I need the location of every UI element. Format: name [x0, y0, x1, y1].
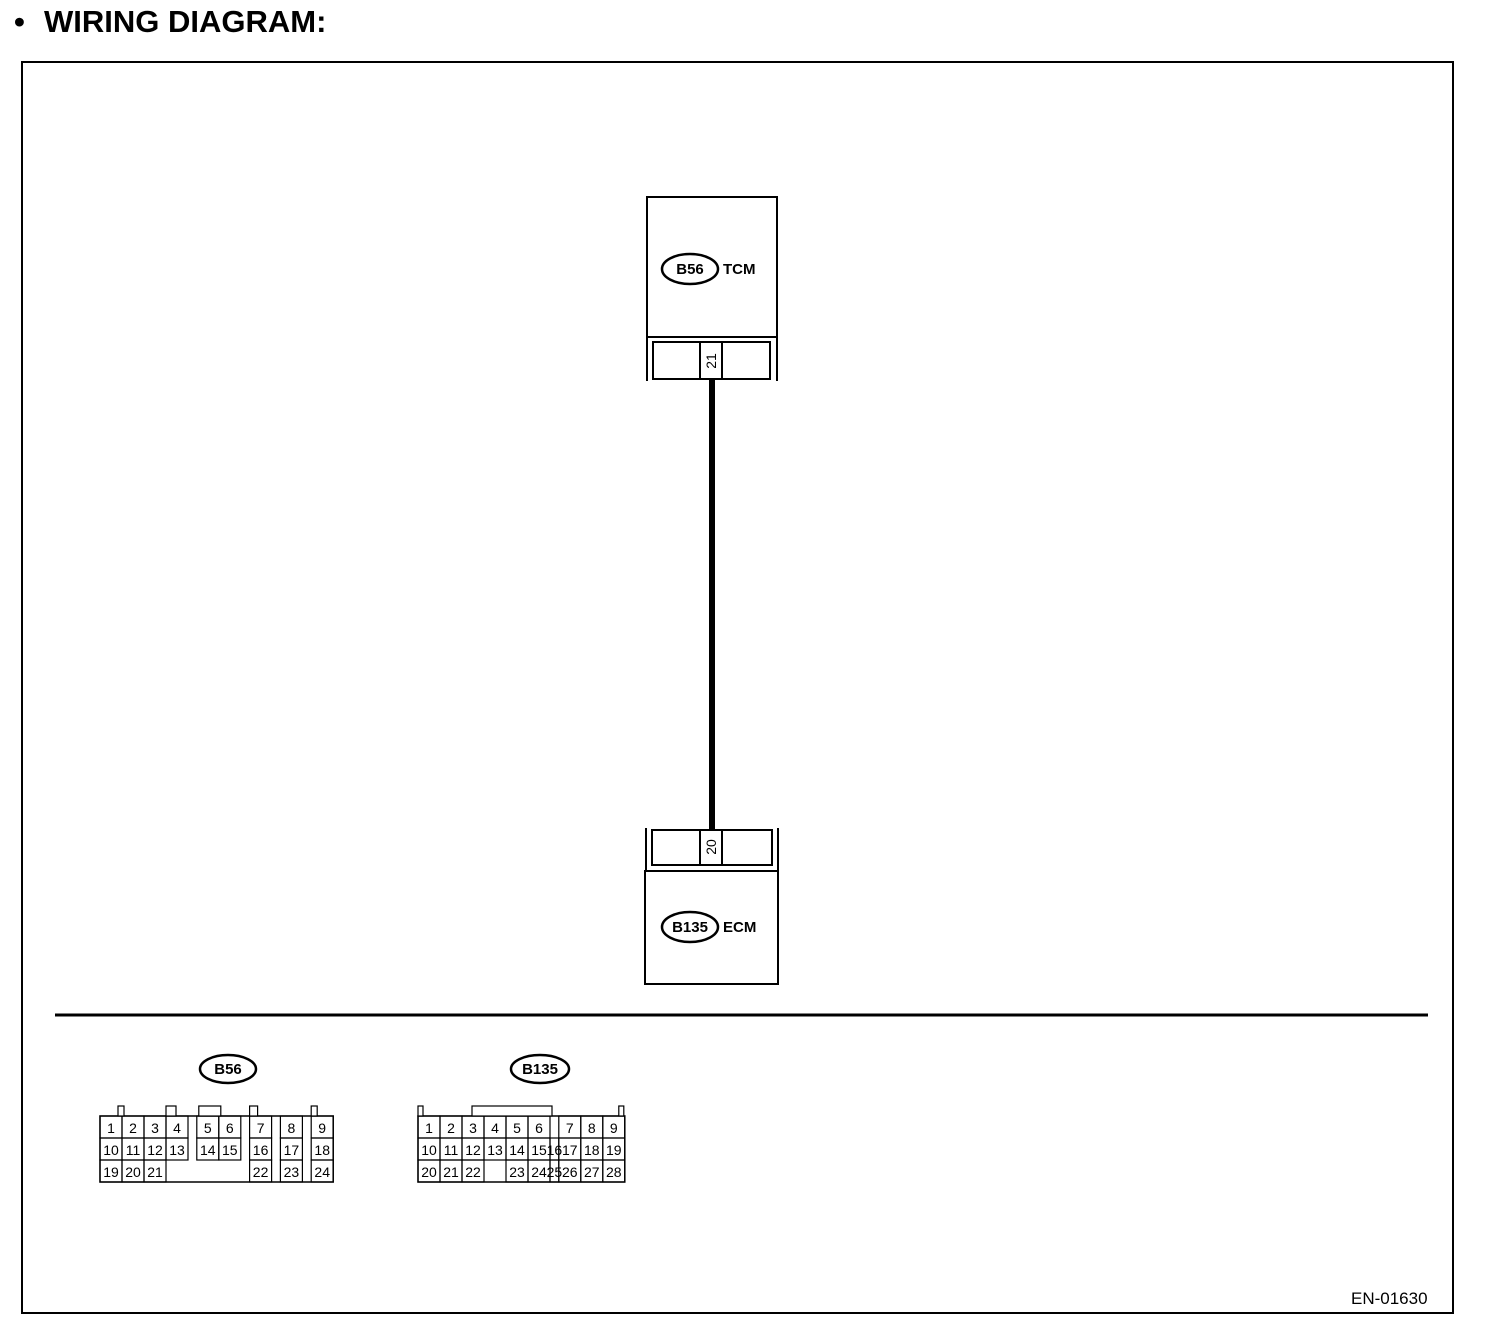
ecm-name: ECM — [723, 919, 756, 936]
tcm-connector-label: B56 — [676, 261, 704, 278]
pin-number: 4 — [491, 1120, 499, 1136]
ecm-connector-oval — [660, 910, 720, 944]
pin-number: 22 — [465, 1164, 481, 1180]
b56-view-label: B56 — [214, 1061, 242, 1078]
b135-view-label: B135 — [522, 1061, 558, 1078]
pin-number: 14 — [200, 1142, 216, 1158]
pin-number: 24 — [531, 1164, 547, 1180]
connector-key — [198, 1105, 222, 1117]
connector-key — [310, 1105, 318, 1117]
pin-number: 21 — [443, 1164, 459, 1180]
pin-number: 13 — [487, 1142, 503, 1158]
ecm-body — [644, 870, 779, 985]
b135-view-oval — [509, 1053, 571, 1085]
pin-number: 11 — [126, 1142, 141, 1158]
ecm-connector-label: B135 — [672, 919, 708, 936]
pin-number: 7 — [257, 1120, 265, 1136]
ecm-connector-housing — [645, 828, 779, 871]
diagram-frame — [21, 61, 1454, 1314]
pin-number: 2 — [447, 1120, 455, 1136]
pin-number: 12 — [465, 1142, 481, 1158]
pin-number: 1 — [107, 1120, 115, 1136]
pin-number: 3 — [469, 1120, 477, 1136]
pin-number: 16 — [547, 1142, 563, 1158]
connector-key — [417, 1105, 424, 1117]
pin-number: 1 — [425, 1120, 433, 1136]
pin-number: 12 — [147, 1142, 163, 1158]
pin-cell — [143, 1159, 167, 1183]
pin-cell — [165, 1137, 189, 1161]
ecm-pin-number: 20 — [703, 839, 719, 855]
pin-number: 14 — [509, 1142, 525, 1158]
tcm-connector-oval — [660, 252, 720, 286]
pin-number: 20 — [125, 1164, 141, 1180]
page-heading: • WIRING DIAGRAM: — [14, 4, 326, 40]
pin-number: 11 — [444, 1142, 459, 1158]
pin-number: 3 — [151, 1120, 159, 1136]
pin-number: 19 — [606, 1142, 622, 1158]
connector-key — [249, 1105, 259, 1117]
pin-number: 23 — [284, 1164, 300, 1180]
heading-text: WIRING DIAGRAM: — [44, 4, 327, 39]
pin-number: 2 — [129, 1120, 137, 1136]
pin-number: 15 — [531, 1142, 547, 1158]
heading-bullet: • — [14, 4, 25, 39]
tcm-pin-number: 21 — [703, 353, 719, 369]
connector_views.0-outline — [99, 1115, 334, 1183]
b56-view-oval — [198, 1053, 258, 1085]
pin-cell — [218, 1137, 242, 1161]
pin-number: 21 — [147, 1164, 163, 1180]
pin-number: 5 — [513, 1120, 521, 1136]
pin-number: 16 — [253, 1142, 269, 1158]
pin-number: 6 — [535, 1120, 543, 1136]
tcm-body — [646, 196, 778, 338]
pin-cell — [461, 1159, 485, 1183]
connector-key — [618, 1105, 625, 1117]
pin-number: 8 — [288, 1120, 296, 1136]
pin-number: 9 — [318, 1120, 326, 1136]
pin-number: 6 — [226, 1120, 234, 1136]
pin-number: 22 — [253, 1164, 269, 1180]
pin-number: 15 — [222, 1142, 238, 1158]
pin-cell — [279, 1159, 303, 1183]
pin-number: 28 — [606, 1164, 622, 1180]
pin-number: 13 — [169, 1142, 185, 1158]
pin-cell — [602, 1159, 626, 1183]
pin-cell — [310, 1159, 334, 1183]
tcm-name: TCM — [723, 261, 756, 278]
pin-number: 19 — [103, 1164, 119, 1180]
figure-reference: EN-01630 — [1351, 1289, 1428, 1308]
pin-number: 5 — [204, 1120, 212, 1136]
pin-number: 26 — [562, 1164, 578, 1180]
pin-number: 4 — [173, 1120, 181, 1136]
pin-number: 9 — [610, 1120, 618, 1136]
connector-key — [165, 1105, 177, 1117]
pin-number: 17 — [284, 1142, 300, 1158]
pin-number: 10 — [103, 1142, 119, 1158]
pin-number: 18 — [314, 1142, 330, 1158]
pin-cell — [249, 1159, 273, 1183]
pin-number: 27 — [584, 1164, 600, 1180]
pin-number: 7 — [566, 1120, 574, 1136]
pin-number: 20 — [421, 1164, 437, 1180]
pin-number: 23 — [509, 1164, 525, 1180]
pin-number: 24 — [314, 1164, 330, 1180]
connector-key — [117, 1105, 125, 1117]
tcm-connector-housing — [646, 337, 778, 381]
tcm-module: B56 TCM 21 — [646, 196, 778, 381]
pin-number: 25 — [547, 1164, 563, 1180]
ecm-module: 20 B135 ECM — [644, 828, 779, 985]
connector-key — [471, 1105, 553, 1117]
pin-number: 8 — [588, 1120, 596, 1136]
ecm-pin-cell — [699, 829, 723, 866]
pin-number: 17 — [562, 1142, 578, 1158]
pin-number: 18 — [584, 1142, 600, 1158]
pin-number: 10 — [421, 1142, 437, 1158]
